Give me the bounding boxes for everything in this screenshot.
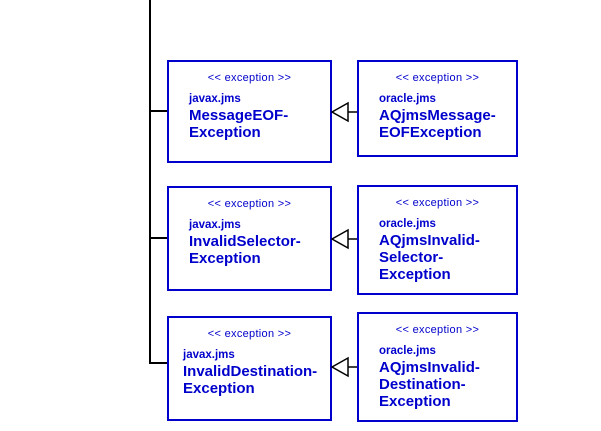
stereotype-label: << exception >> xyxy=(207,198,292,210)
stereotype-label: << exception >> xyxy=(207,328,292,340)
class-box-oracle-aqjms-invalid-destination-exception[interactable]: << exception >> oracle.jms AQjmsInvalid-… xyxy=(357,312,518,422)
class-box-javax-invalid-selector-exception[interactable]: << exception >> javax.jms InvalidSelecto… xyxy=(167,186,332,291)
generalization-arrow-row-2 xyxy=(330,228,359,250)
package-label: oracle.jms xyxy=(379,218,436,230)
class-name-label: AQjmsMessage-EOFException xyxy=(379,107,496,141)
class-name-label: AQjmsInvalid-Selector-Exception xyxy=(379,232,480,283)
package-label: javax.jms xyxy=(183,349,235,361)
generalization-spine xyxy=(149,0,151,364)
stereotype-label: << exception >> xyxy=(395,72,480,84)
generalization-branch-row-2 xyxy=(149,237,169,239)
class-name-label: InvalidDestination-Exception xyxy=(183,363,318,397)
stereotype-label: << exception >> xyxy=(207,72,292,84)
generalization-branch-row-3 xyxy=(149,362,169,364)
package-label: javax.jms xyxy=(189,93,241,105)
class-box-oracle-aqjms-message-eof-exception[interactable]: << exception >> oracle.jms AQjmsMessage-… xyxy=(357,60,518,157)
class-name-label: MessageEOF-Exception xyxy=(189,107,289,141)
class-box-javax-message-eof-exception[interactable]: << exception >> javax.jms MessageEOF-Exc… xyxy=(167,60,332,163)
generalization-arrow-row-3 xyxy=(330,356,359,378)
stereotype-label: << exception >> xyxy=(395,324,480,336)
generalization-arrow-row-1 xyxy=(330,101,359,123)
stereotype-label: << exception >> xyxy=(395,197,480,209)
class-name-label: InvalidSelector-Exception xyxy=(189,233,301,267)
package-label: javax.jms xyxy=(189,219,241,231)
package-label: oracle.jms xyxy=(379,93,436,105)
generalization-branch-row-1 xyxy=(149,110,169,112)
package-label: oracle.jms xyxy=(379,345,436,357)
class-box-oracle-aqjms-invalid-selector-exception[interactable]: << exception >> oracle.jms AQjmsInvalid-… xyxy=(357,185,518,295)
class-box-javax-invalid-destination-exception[interactable]: << exception >> javax.jms InvalidDestina… xyxy=(167,316,332,421)
class-name-label: AQjmsInvalid-Destination-Exception xyxy=(379,359,480,410)
